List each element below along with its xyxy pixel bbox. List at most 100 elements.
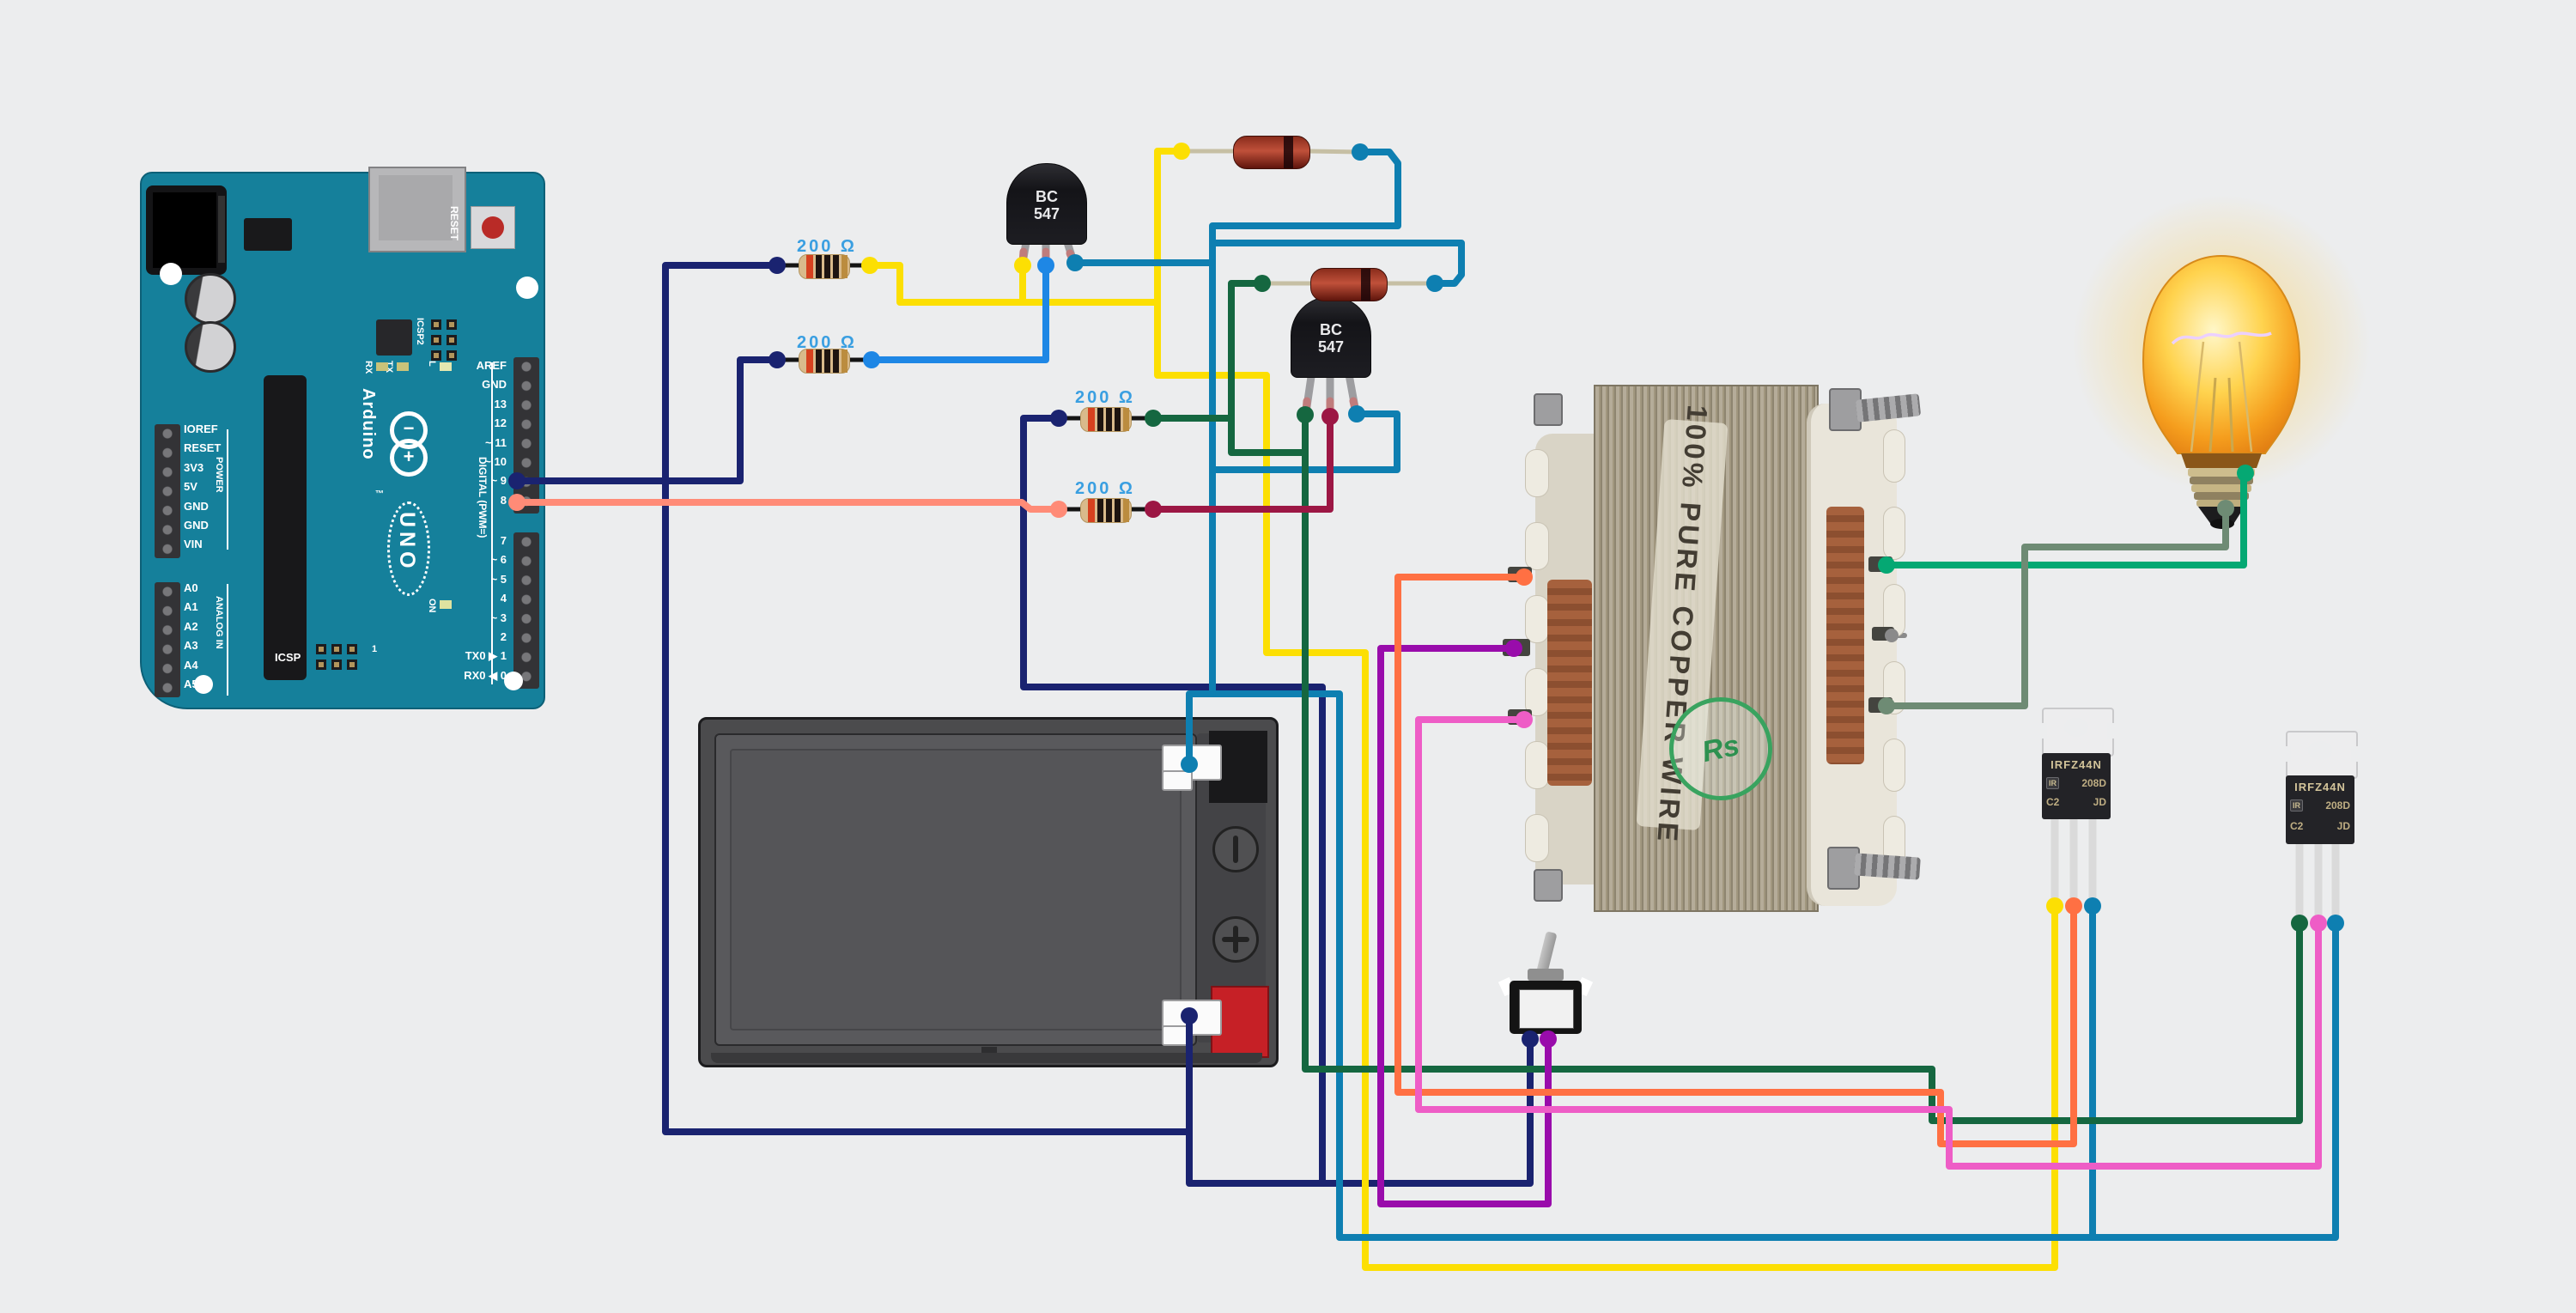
wire-pin8-to-resistor4[interactable] — [513, 499, 1062, 513]
salmon-wires[interactable] — [513, 499, 1062, 513]
pin-label: ~ 3 — [490, 611, 507, 624]
gray-endpoints — [1885, 629, 1899, 642]
resistor[interactable] — [799, 254, 850, 279]
wire-resistor2-to-transistor1-middle[interactable] — [868, 264, 1049, 363]
maroon-endpoints[interactable] — [1145, 408, 1339, 518]
wire-resistor1-to-transistor1[interactable] — [866, 262, 1161, 306]
pin-label: A3 — [184, 639, 198, 653]
mosfet-irfz44n[interactable]: IRFZ44N IR 208D C2 JD — [2038, 708, 2116, 819]
orange-endpoints[interactable] — [1516, 568, 2082, 915]
salmon-endpoints[interactable] — [508, 494, 1067, 518]
diode[interactable] — [1233, 136, 1310, 169]
transistor-bc547[interactable]: BC 547 — [1006, 163, 1087, 245]
analog-header[interactable] — [155, 582, 180, 697]
wire-resistor1-to-battery-positive[interactable] — [662, 262, 1193, 1135]
reset-button[interactable] — [471, 206, 515, 249]
bolt-head — [1534, 869, 1563, 902]
wire-diode1-to-mosfet1-left[interactable] — [1154, 148, 2058, 1271]
pin-label: IOREF — [184, 422, 218, 435]
wire-resistor3-to-diode2[interactable] — [1150, 280, 1266, 422]
transistor-label-line1: BC — [1036, 188, 1058, 205]
diode[interactable] — [1310, 268, 1388, 301]
maroon-wires[interactable] — [1150, 413, 1334, 513]
emerald-endpoints[interactable] — [1878, 465, 2254, 574]
pin-label: RX0 ◀ 0 — [464, 668, 507, 682]
blue-endpoints[interactable] — [863, 257, 1054, 368]
blue-wires[interactable] — [868, 264, 1049, 363]
transistor-bc547[interactable]: BC 547 — [1291, 296, 1371, 378]
battery[interactable] — [698, 717, 1279, 1067]
wire-bulb-tip-to-transformer-secondary-bottom[interactable] — [1883, 505, 2229, 709]
digital-section-label: DIGITAL (PWM=) — [477, 457, 489, 538]
resistor[interactable] — [1080, 498, 1132, 523]
switch-lever-cap — [1528, 969, 1564, 981]
wire-resistor3-to-transistor2[interactable] — [1228, 415, 1309, 456]
reset-button-cap[interactable] — [482, 216, 504, 239]
toggle-switch[interactable] — [1494, 927, 1597, 1056]
icsp-pin1-label: 1 — [372, 644, 378, 654]
digital-header-bottom[interactable] — [513, 532, 539, 689]
rx-led — [376, 362, 388, 371]
manufacturer-logo: IR — [2290, 799, 2303, 812]
wire-transformer-primary-top-to-mosfet1-middle[interactable] — [1394, 574, 2077, 1147]
icsp2-header — [431, 319, 457, 361]
sage-wires[interactable] — [1883, 505, 2229, 709]
mosfet-part-number: IRFZ44N — [2294, 781, 2346, 793]
wire-transformer-primary-middle-to-switch[interactable] — [1377, 645, 1552, 1207]
arduino-uno-board[interactable]: RESET ICSP2 TX RX L − + Arduino ™ UNO ON — [140, 167, 545, 709]
transistor-label-line2: 547 — [1317, 338, 1345, 356]
bulb-stem — [2208, 377, 2234, 453]
wire-diode2-to-rail[interactable] — [1209, 240, 1465, 287]
rx-label: RX — [363, 361, 374, 374]
pink-endpoints[interactable] — [1516, 711, 2327, 932]
mosfet-marking-left: C2 — [2046, 796, 2060, 808]
resistor[interactable] — [1080, 407, 1132, 432]
pin-label: 5V — [184, 480, 197, 494]
pin-label: A2 — [184, 619, 198, 633]
pink-wires[interactable] — [1415, 716, 2322, 1170]
teal-wires[interactable] — [1072, 149, 2339, 1241]
uno-oval — [387, 501, 430, 596]
power-header[interactable] — [155, 424, 180, 558]
pin-label: A4 — [184, 658, 198, 672]
pin-label: VIN — [184, 538, 203, 551]
switch-face — [1519, 989, 1574, 1029]
manufacturer-logo: IR — [2046, 777, 2059, 789]
bulb-screw-base — [2188, 468, 2255, 507]
yellow-endpoints[interactable] — [861, 143, 2063, 915]
wire-battery-positive-to-switch[interactable] — [1186, 1012, 1534, 1187]
pin-label: A0 — [184, 581, 198, 594]
icsp-header — [316, 644, 357, 670]
purple-endpoints[interactable] — [1505, 640, 1557, 1048]
wire-transformer-secondary-top-to-bulb[interactable] — [1883, 471, 2247, 568]
mosfet-irfz44n[interactable]: IRFZ44N IR 208D C2 JD — [2282, 731, 2360, 844]
sage-endpoints[interactable] — [1878, 500, 2234, 714]
wire-resistor3-to-switch-rail[interactable] — [1020, 415, 1326, 1187]
pin-label: 4 — [500, 592, 507, 605]
wire-resistor4-to-transistor2-middle[interactable] — [1150, 413, 1334, 513]
mosfet-marking-code: 208D — [2081, 777, 2106, 789]
light-bulb[interactable] — [2142, 254, 2301, 529]
wire-teal-common-rail[interactable] — [1209, 149, 2339, 1241]
emerald-wires[interactable] — [1883, 471, 2247, 568]
pin-label: ~ 6 — [490, 553, 507, 567]
teal-endpoints[interactable] — [1066, 143, 2344, 932]
orange-wires[interactable] — [1394, 574, 2077, 1147]
wire-pin9-to-resistor2[interactable] — [513, 356, 781, 484]
bolt-head — [1534, 393, 1563, 426]
resistor[interactable] — [799, 349, 850, 374]
analog-divider — [227, 584, 228, 696]
pin-label: ~ 9 — [490, 474, 507, 488]
mosfet-legs — [2050, 812, 2340, 926]
wire-transformer-primary-bottom-to-mosfet2-middle[interactable] — [1415, 716, 2322, 1170]
purple-wires[interactable] — [1377, 645, 1552, 1207]
wire-battery-negative-to-rail[interactable] — [1186, 690, 1216, 768]
pin-label: ~ 5 — [490, 572, 507, 586]
wire-transistor2-to-mosfet2-left[interactable] — [1302, 411, 2303, 1124]
transformer[interactable]: 100% PURE COPPER WIRE Rs — [1501, 381, 1930, 914]
resistor-value-label: 200 Ω — [1075, 388, 1135, 407]
navy-endpoints[interactable] — [508, 257, 1539, 1048]
green-endpoints[interactable] — [1145, 275, 2308, 932]
